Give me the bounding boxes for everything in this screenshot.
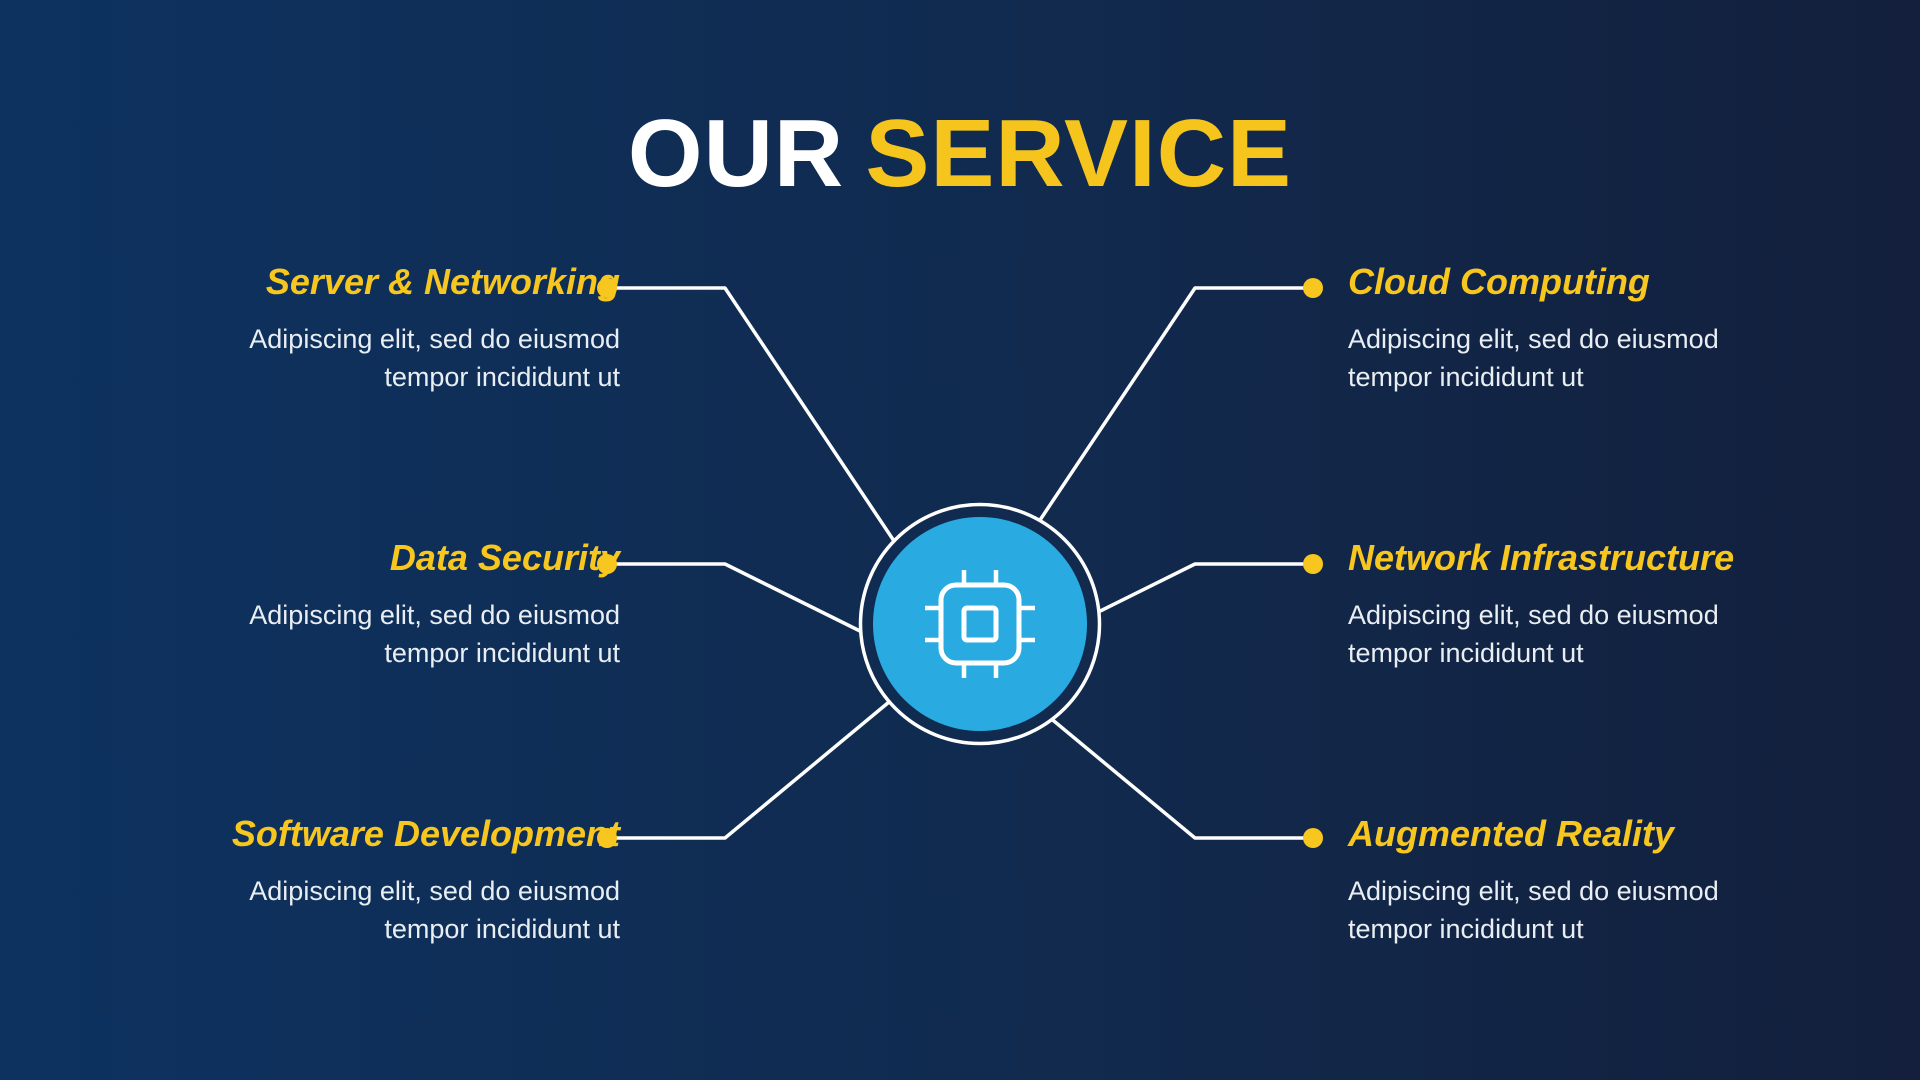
- connector-mid-left: [607, 562, 863, 634]
- cpu-chip-icon: [925, 570, 1035, 678]
- title-service: SERVICE: [865, 100, 1293, 207]
- service-heading: Software Development: [231, 813, 620, 854]
- service-heading: Network Infrastructure: [1348, 537, 1735, 578]
- connector-bottom-right: [1029, 700, 1313, 840]
- service-item-cloud-computing: Cloud Computing Adipiscing elit, sed do …: [1348, 260, 1848, 396]
- node-dot-mid-left: [597, 554, 617, 574]
- service-heading: Cloud Computing: [1348, 261, 1650, 302]
- service-description: Adipiscing elit, sed do eiusmod tempor i…: [249, 324, 620, 392]
- service-item-software-development: Software Development Adipiscing elit, se…: [120, 812, 620, 948]
- node-dot-top-left: [597, 278, 617, 298]
- service-item-network-infrastructure: Network Infrastructure Adipiscing elit, …: [1348, 536, 1848, 672]
- title-our: OUR: [627, 100, 845, 207]
- node-dot-mid-right: [1303, 554, 1323, 574]
- connector-top-left: [607, 286, 896, 542]
- service-heading: Data Security: [389, 537, 620, 578]
- service-item-augmented-reality: Augmented Reality Adipiscing elit, sed d…: [1348, 812, 1848, 948]
- node-dot-bottom-right: [1303, 828, 1323, 848]
- service-description: Adipiscing elit, sed do eiusmod tempor i…: [1348, 324, 1719, 392]
- center-circle: [873, 517, 1087, 731]
- service-item-data-security: Data Security Adipiscing elit, sed do ei…: [120, 536, 620, 672]
- service-description: Adipiscing elit, sed do eiusmod tempor i…: [1348, 600, 1719, 668]
- service-item-server-networking: Server & Networking Adipiscing elit, sed…: [120, 260, 620, 396]
- connector-mid-right: [1057, 562, 1313, 634]
- node-dot-bottom-left: [597, 828, 617, 848]
- node-dot-top-right: [1303, 278, 1323, 298]
- service-heading: Server & Networking: [265, 261, 620, 302]
- service-description: Adipiscing elit, sed do eiusmod tempor i…: [249, 876, 620, 944]
- service-description: Adipiscing elit, sed do eiusmod tempor i…: [1348, 876, 1719, 944]
- connector-top-right: [1024, 286, 1313, 542]
- connector-bottom-left: [607, 700, 891, 840]
- service-description: Adipiscing elit, sed do eiusmod tempor i…: [249, 600, 620, 668]
- service-heading: Augmented Reality: [1348, 813, 1675, 854]
